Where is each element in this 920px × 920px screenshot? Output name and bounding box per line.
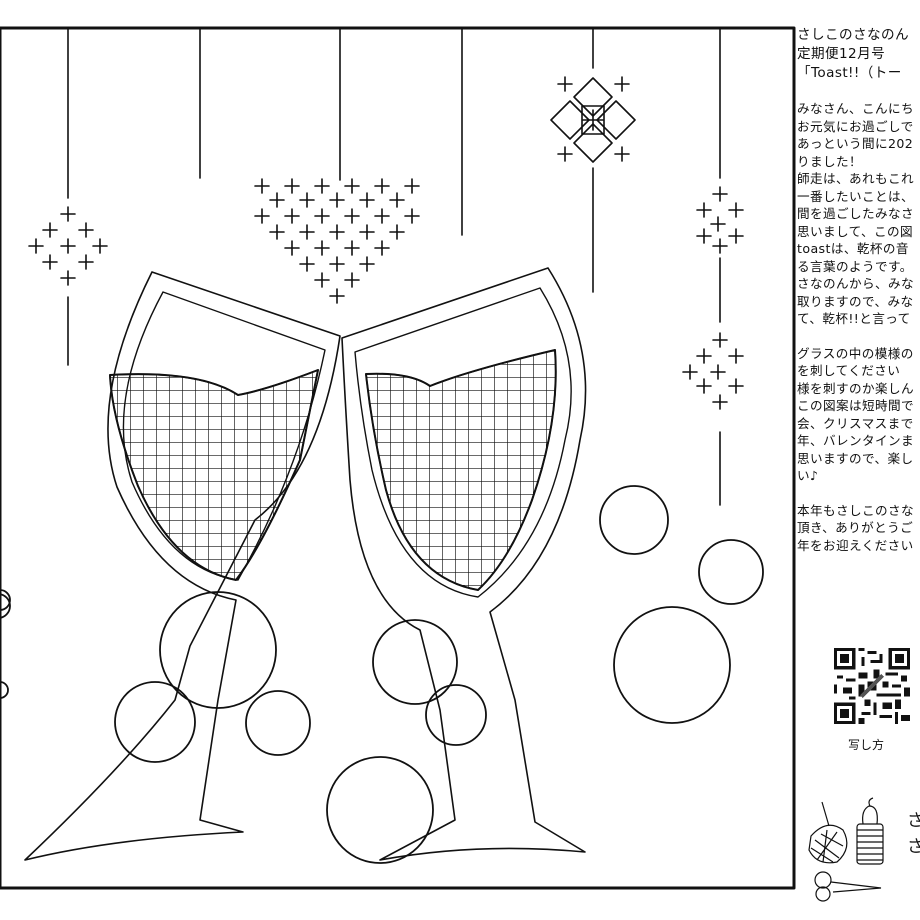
p1-line: る言葉のようです。 <box>797 258 913 274</box>
left-wine-glass <box>24 271 341 861</box>
p1-line: 一番したいことは、 <box>797 188 914 204</box>
p3-line: 年をお迎えください <box>797 537 914 553</box>
hanging-strings <box>67 27 721 506</box>
qr-code-icon[interactable] <box>834 648 910 724</box>
right-star-cluster-top <box>696 186 744 254</box>
right-wine-glass <box>341 267 587 861</box>
brand-char: さ <box>907 837 920 857</box>
header-line-2: 定期便12月号 <box>797 46 886 62</box>
p1-line: toastは、乾杯の音 <box>797 241 909 256</box>
brand-text: さ さ <box>907 808 920 860</box>
paragraph-3: 本年もさしこのさな 頂き、ありがとうご 年をお迎えください <box>797 502 920 555</box>
header-line-1: さしこのさなのん <box>797 27 909 43</box>
p2-line: グラスの中の模様の <box>797 345 914 361</box>
right-star-cluster-bottom <box>682 332 744 410</box>
sewing-kit-logo-icon <box>808 797 884 902</box>
p1-line: て、乾杯!!と言って <box>797 311 911 326</box>
p1-line: りました！ <box>797 153 862 169</box>
pattern-frame <box>0 26 796 890</box>
p1-line: お元気にお過ごしで <box>797 118 914 134</box>
spacer <box>797 328 920 345</box>
spacer <box>797 485 920 502</box>
p3-line: 本年もさしこのさな <box>797 502 914 518</box>
p2-line: 会、クリスマスまで <box>797 415 914 431</box>
heart-star-cluster <box>254 178 420 304</box>
p1-line: 師走は、あれもこれ <box>797 171 914 186</box>
p2-line: を刺してください <box>797 363 901 378</box>
p1-line: 取りますので、みな <box>797 293 914 309</box>
p1-line: あっという間に202 <box>797 136 914 151</box>
p2-line: 思いますので、楽し <box>797 450 914 466</box>
paragraph-2: グラスの中の模様の を刺してください 様を刺すのか楽しん この図案は短時間で 会… <box>797 345 920 485</box>
p1-line: みなさん、こんにち <box>797 101 914 116</box>
paragraph-1: みなさん、こんにち お元気にお過ごしで あっという間に202 りました！ 師走は… <box>797 100 920 328</box>
p2-line: この図案は短時間で <box>797 398 914 413</box>
p1-line: 間を過ごしたみなさ <box>797 206 914 221</box>
p2-line: 様を刺すのか楽しん <box>797 380 914 396</box>
p3-line: 頂き、ありがとうご <box>797 520 914 535</box>
ornament-knot <box>550 76 636 163</box>
p1-line: 思いまして、この図 <box>797 223 913 239</box>
brand-char: さ <box>907 811 920 831</box>
spacer <box>797 83 920 100</box>
left-star-cluster <box>28 206 108 286</box>
instructions-sidebar: さしこのさなのん 定期便12月号 「Toast!!（トー みなさん、こんにち お… <box>797 26 920 906</box>
header-line-3: 「Toast!!（トー <box>797 65 902 81</box>
qr-caption: 写し方 <box>848 738 885 752</box>
bubbles <box>0 485 764 864</box>
p2-line: 年、バレンタインま <box>797 433 914 448</box>
p1-line: さなのんから、みな <box>797 276 914 291</box>
p2-line: い♪ <box>797 468 819 483</box>
